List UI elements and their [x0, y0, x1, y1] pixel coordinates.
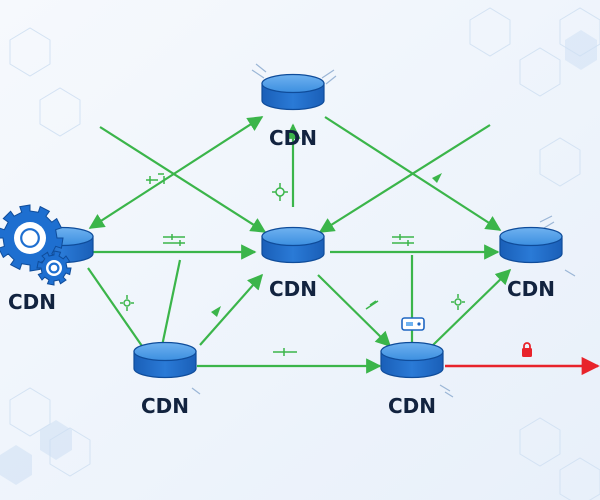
cdn-node-bottom-left: [133, 341, 197, 379]
router-icon: [401, 317, 425, 331]
link-topright-center: [318, 124, 491, 233]
node-label-center: CDN: [269, 277, 317, 301]
cdn-node-right: [499, 226, 563, 264]
motion-lines: [191, 63, 576, 398]
direction-marker: [211, 173, 442, 317]
node-label-top: CDN: [269, 126, 317, 150]
lock-icon: [522, 342, 532, 357]
hexagon-fill: [0, 30, 597, 485]
link-left-bottomleft: [87, 267, 143, 347]
cdn-node-top: [261, 73, 325, 111]
node-label-bottom-right: CDN: [388, 394, 436, 418]
link-bottomleft-up: [160, 259, 182, 347]
link-center-bottomright: [317, 274, 392, 348]
node-label-right: CDN: [507, 277, 555, 301]
link-bottomright-right: [431, 268, 512, 347]
link-bottomleft-center: [199, 273, 264, 346]
signal-icon: [120, 173, 465, 356]
node-label-left: CDN: [8, 290, 56, 314]
hexagon-pattern: [9, 7, 600, 500]
cdn-node-bottom-right: [380, 341, 444, 379]
node-label-bottom-left: CDN: [141, 394, 189, 418]
gear-icon: [0, 204, 72, 286]
cdn-node-center: [261, 226, 325, 264]
link-topleft-center: [99, 126, 267, 233]
link-left-top: [88, 116, 264, 229]
